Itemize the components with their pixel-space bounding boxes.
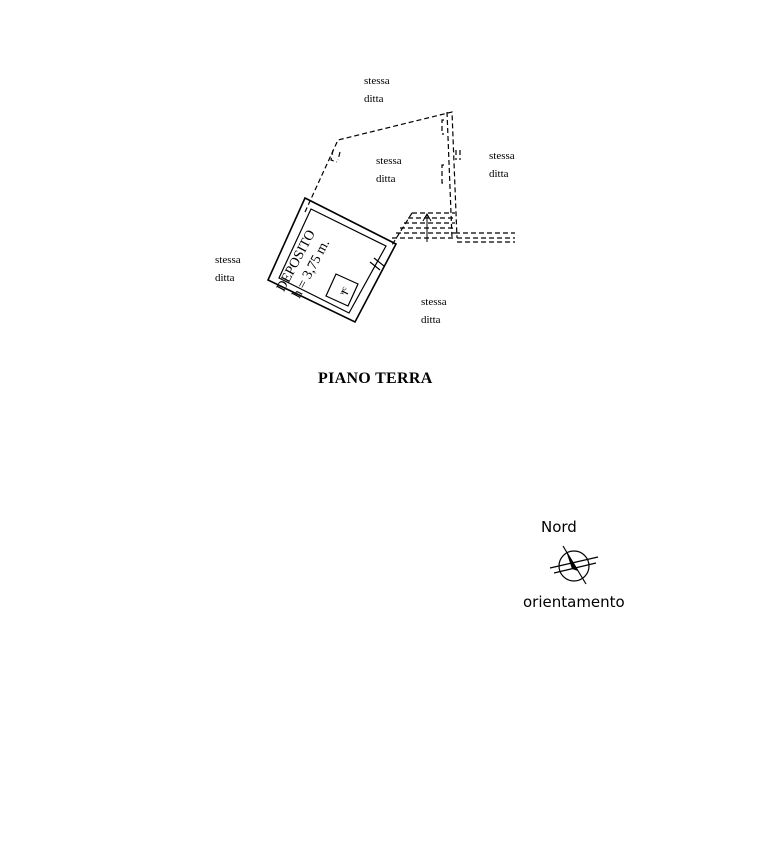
neighbor-label-line2: ditta — [376, 173, 396, 185]
neighbor-label-bottom: stessa ditta — [421, 293, 447, 329]
neighbor-label-line2: ditta — [364, 93, 384, 105]
neighbor-label-line2: ditta — [215, 272, 235, 284]
neighbor-label-center: stessa ditta — [376, 152, 402, 188]
floor-title: PIANO TERRA — [318, 370, 433, 387]
compass-caption: orientamento — [523, 593, 625, 611]
neighbor-label-top: stessa ditta — [364, 72, 390, 108]
wc-room — [325, 273, 359, 307]
neighbor-label-left: stessa ditta — [215, 251, 241, 287]
door-marker — [369, 257, 385, 271]
neighbor-label-line1: stessa — [421, 296, 447, 308]
north-arrow-icon — [549, 545, 599, 585]
deposito-walls — [266, 196, 398, 324]
stair-arrow — [422, 212, 432, 242]
property-boundary — [304, 111, 515, 246]
neighbor-label-line2: ditta — [489, 168, 509, 180]
neighbor-label-line2: ditta — [421, 314, 441, 326]
compass-north-label: Nord — [541, 518, 577, 536]
neighbor-label-right: stessa ditta — [489, 147, 515, 183]
neighbor-label-line1: stessa — [215, 254, 241, 266]
neighbor-label-line1: stessa — [376, 155, 402, 167]
neighbor-label-line1: stessa — [364, 75, 390, 87]
neighbor-label-line1: stessa — [489, 150, 515, 162]
